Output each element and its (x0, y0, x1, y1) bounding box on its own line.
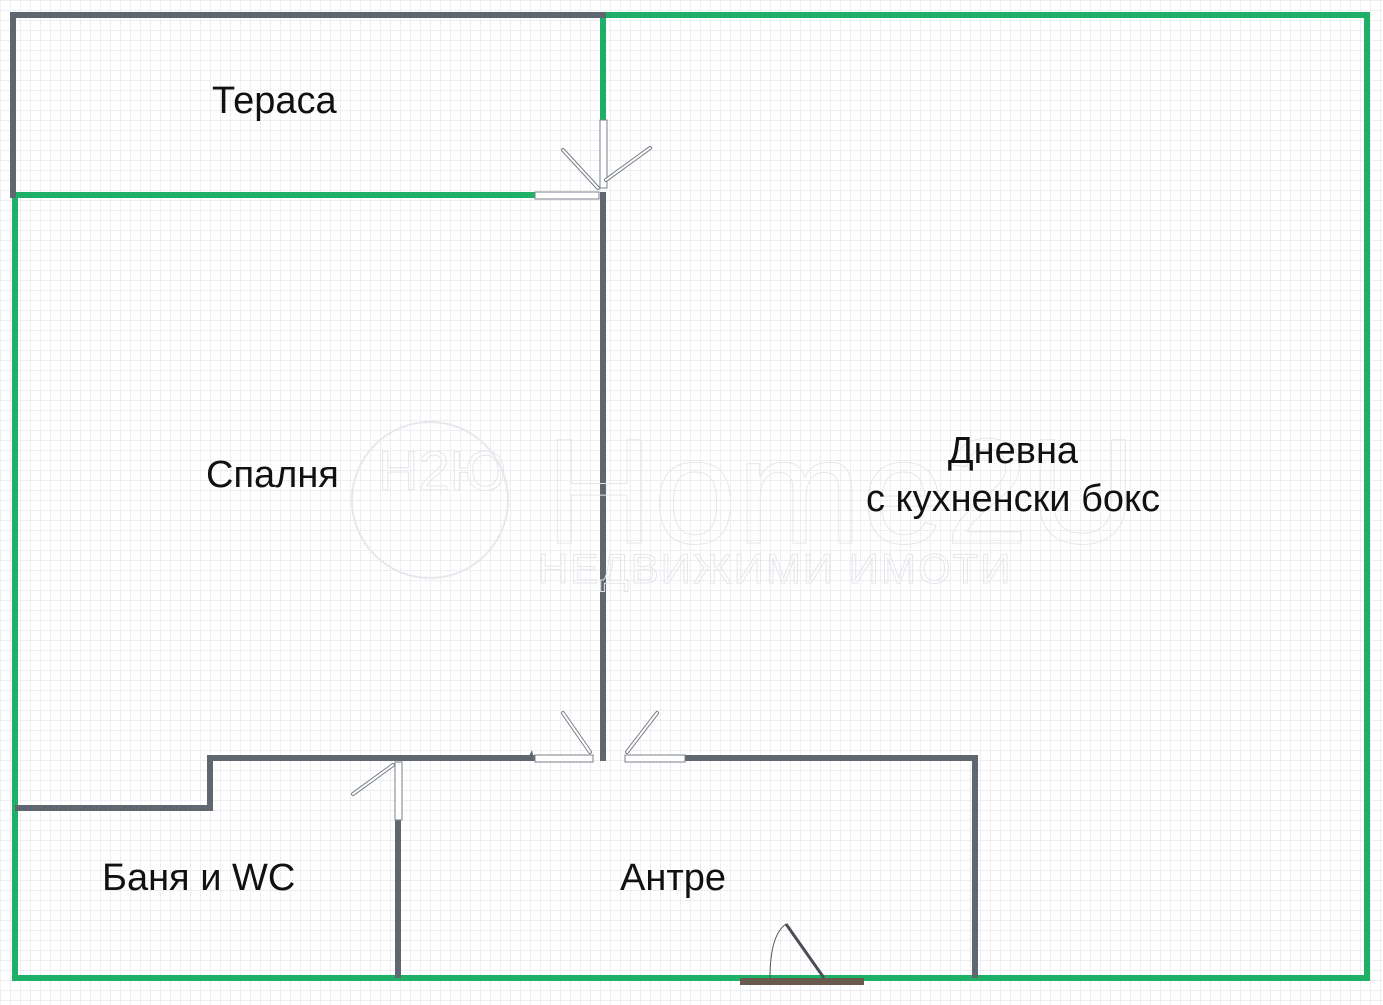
watermark-tagline: НЕДВИЖИМИ ИМОТИ (538, 545, 1013, 593)
room-label-living-line2: с кухненски бокс (865, 477, 1161, 520)
terrace-walls (10, 12, 606, 198)
room-label-living-line1: Дневна (947, 430, 1079, 472)
watermark-logo: Н2Ю (377, 439, 507, 503)
exterior-walls (12, 12, 1370, 981)
room-label-living: Дневна с кухненски бокс (832, 428, 1194, 523)
room-label-bathroom: Баня и WC (102, 857, 296, 899)
door-swings-inner (352, 147, 658, 795)
room-label-terrace: Тераса (212, 80, 337, 122)
interior-walls (15, 192, 978, 978)
entrance-door-icon (740, 923, 864, 985)
room-label-hall: Антре (620, 857, 727, 899)
watermark-logo-icon (351, 421, 509, 579)
door-openings (394, 119, 686, 821)
room-label-bedroom: Спалня (206, 454, 339, 496)
wall-marker (527, 750, 534, 760)
watermark-brand: Home2U (545, 407, 1138, 576)
